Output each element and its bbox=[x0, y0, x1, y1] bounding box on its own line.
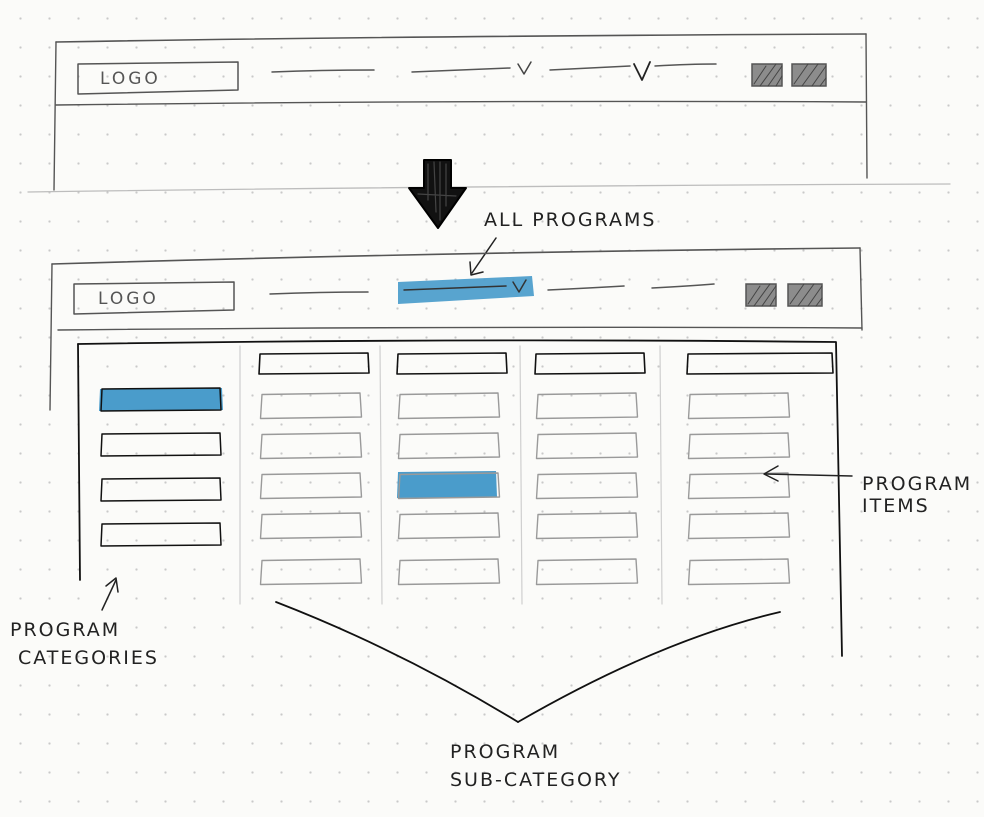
subcategory-header[interactable] bbox=[396, 352, 508, 375]
program-item[interactable] bbox=[687, 472, 791, 500]
program-item[interactable] bbox=[397, 558, 501, 586]
category-item[interactable] bbox=[100, 387, 222, 412]
column-divider bbox=[659, 345, 663, 605]
subcategory-header[interactable] bbox=[258, 352, 370, 375]
annotation-program-subcategory-line1: PROGRAM bbox=[450, 741, 560, 763]
top-logo-box[interactable]: LOGO bbox=[77, 61, 239, 95]
top-nav-item-3[interactable] bbox=[549, 61, 717, 81]
column-divider bbox=[379, 345, 383, 605]
brace-right bbox=[517, 611, 781, 723]
program-item[interactable] bbox=[687, 512, 791, 540]
bottom-wireframe: LOGO bbox=[49, 247, 863, 657]
annotation-all-programs-text: ALL PROGRAMS bbox=[484, 209, 656, 231]
brace-left bbox=[275, 601, 519, 723]
bottom-logo-box[interactable]: LOGO bbox=[73, 281, 235, 315]
bottom-action-square-1[interactable] bbox=[745, 283, 777, 307]
bottom-action-square-2[interactable] bbox=[787, 283, 823, 307]
chevron-down-icon bbox=[512, 279, 527, 293]
bottom-nav-item-4[interactable] bbox=[651, 283, 715, 289]
annotation-program-subcategory-line2: SUB-CATEGORY bbox=[450, 769, 622, 791]
program-item[interactable] bbox=[259, 432, 363, 460]
program-item[interactable] bbox=[687, 558, 791, 586]
annotation-program-items-line2: ITEMS bbox=[862, 495, 930, 517]
category-item[interactable] bbox=[100, 432, 222, 457]
program-item[interactable] bbox=[535, 432, 639, 460]
chevron-down-icon bbox=[633, 61, 651, 81]
mega-menu-panel bbox=[77, 339, 843, 657]
program-item[interactable] bbox=[535, 558, 639, 586]
annotation-program-items: PROGRAM ITEMS bbox=[763, 465, 972, 517]
program-item[interactable] bbox=[259, 512, 363, 540]
category-item-highlight bbox=[99, 388, 223, 411]
bottom-nav-item-1[interactable] bbox=[269, 291, 369, 295]
annotation-program-categories-line2: CATEGORIES bbox=[18, 647, 159, 669]
bottom-logo-text: LOGO bbox=[98, 289, 159, 309]
column-divider bbox=[519, 345, 523, 605]
program-item[interactable] bbox=[535, 512, 639, 540]
program-item[interactable] bbox=[259, 558, 363, 586]
annotation-program-categories: PROGRAM CATEGORIES bbox=[10, 577, 159, 669]
top-nav-item-1[interactable] bbox=[271, 69, 375, 73]
top-nav-item-2[interactable] bbox=[411, 61, 532, 75]
top-action-square-1[interactable] bbox=[751, 63, 783, 87]
down-arrow-icon bbox=[408, 159, 467, 229]
chevron-down-icon bbox=[517, 61, 532, 75]
subcategory-header[interactable] bbox=[534, 352, 646, 375]
bottom-nav-item-all-programs[interactable] bbox=[398, 276, 534, 304]
program-item[interactable] bbox=[687, 392, 791, 420]
program-item[interactable] bbox=[397, 432, 501, 460]
program-item[interactable] bbox=[535, 472, 639, 500]
program-item[interactable] bbox=[397, 392, 501, 420]
top-action-square-2[interactable] bbox=[791, 63, 827, 87]
top-logo-text: LOGO bbox=[100, 69, 161, 89]
category-item[interactable] bbox=[100, 522, 222, 547]
subcategory-header[interactable] bbox=[686, 352, 834, 375]
program-item[interactable] bbox=[687, 432, 791, 460]
program-item[interactable] bbox=[259, 392, 363, 420]
program-item[interactable] bbox=[397, 512, 501, 540]
program-item[interactable] bbox=[397, 472, 501, 500]
top-wireframe: LOGO bbox=[27, 33, 951, 193]
category-item[interactable] bbox=[100, 477, 222, 502]
program-item[interactable] bbox=[259, 472, 363, 500]
program-item[interactable] bbox=[535, 392, 639, 420]
annotation-program-items-line1: PROGRAM bbox=[862, 473, 972, 495]
annotation-all-programs: ALL PROGRAMS bbox=[469, 209, 656, 276]
program-item-highlight bbox=[397, 471, 497, 498]
annotation-program-subcategory: PROGRAM SUB-CATEGORY bbox=[275, 601, 781, 791]
annotation-program-categories-line1: PROGRAM bbox=[10, 619, 120, 641]
bottom-nav-item-3[interactable] bbox=[547, 285, 625, 291]
